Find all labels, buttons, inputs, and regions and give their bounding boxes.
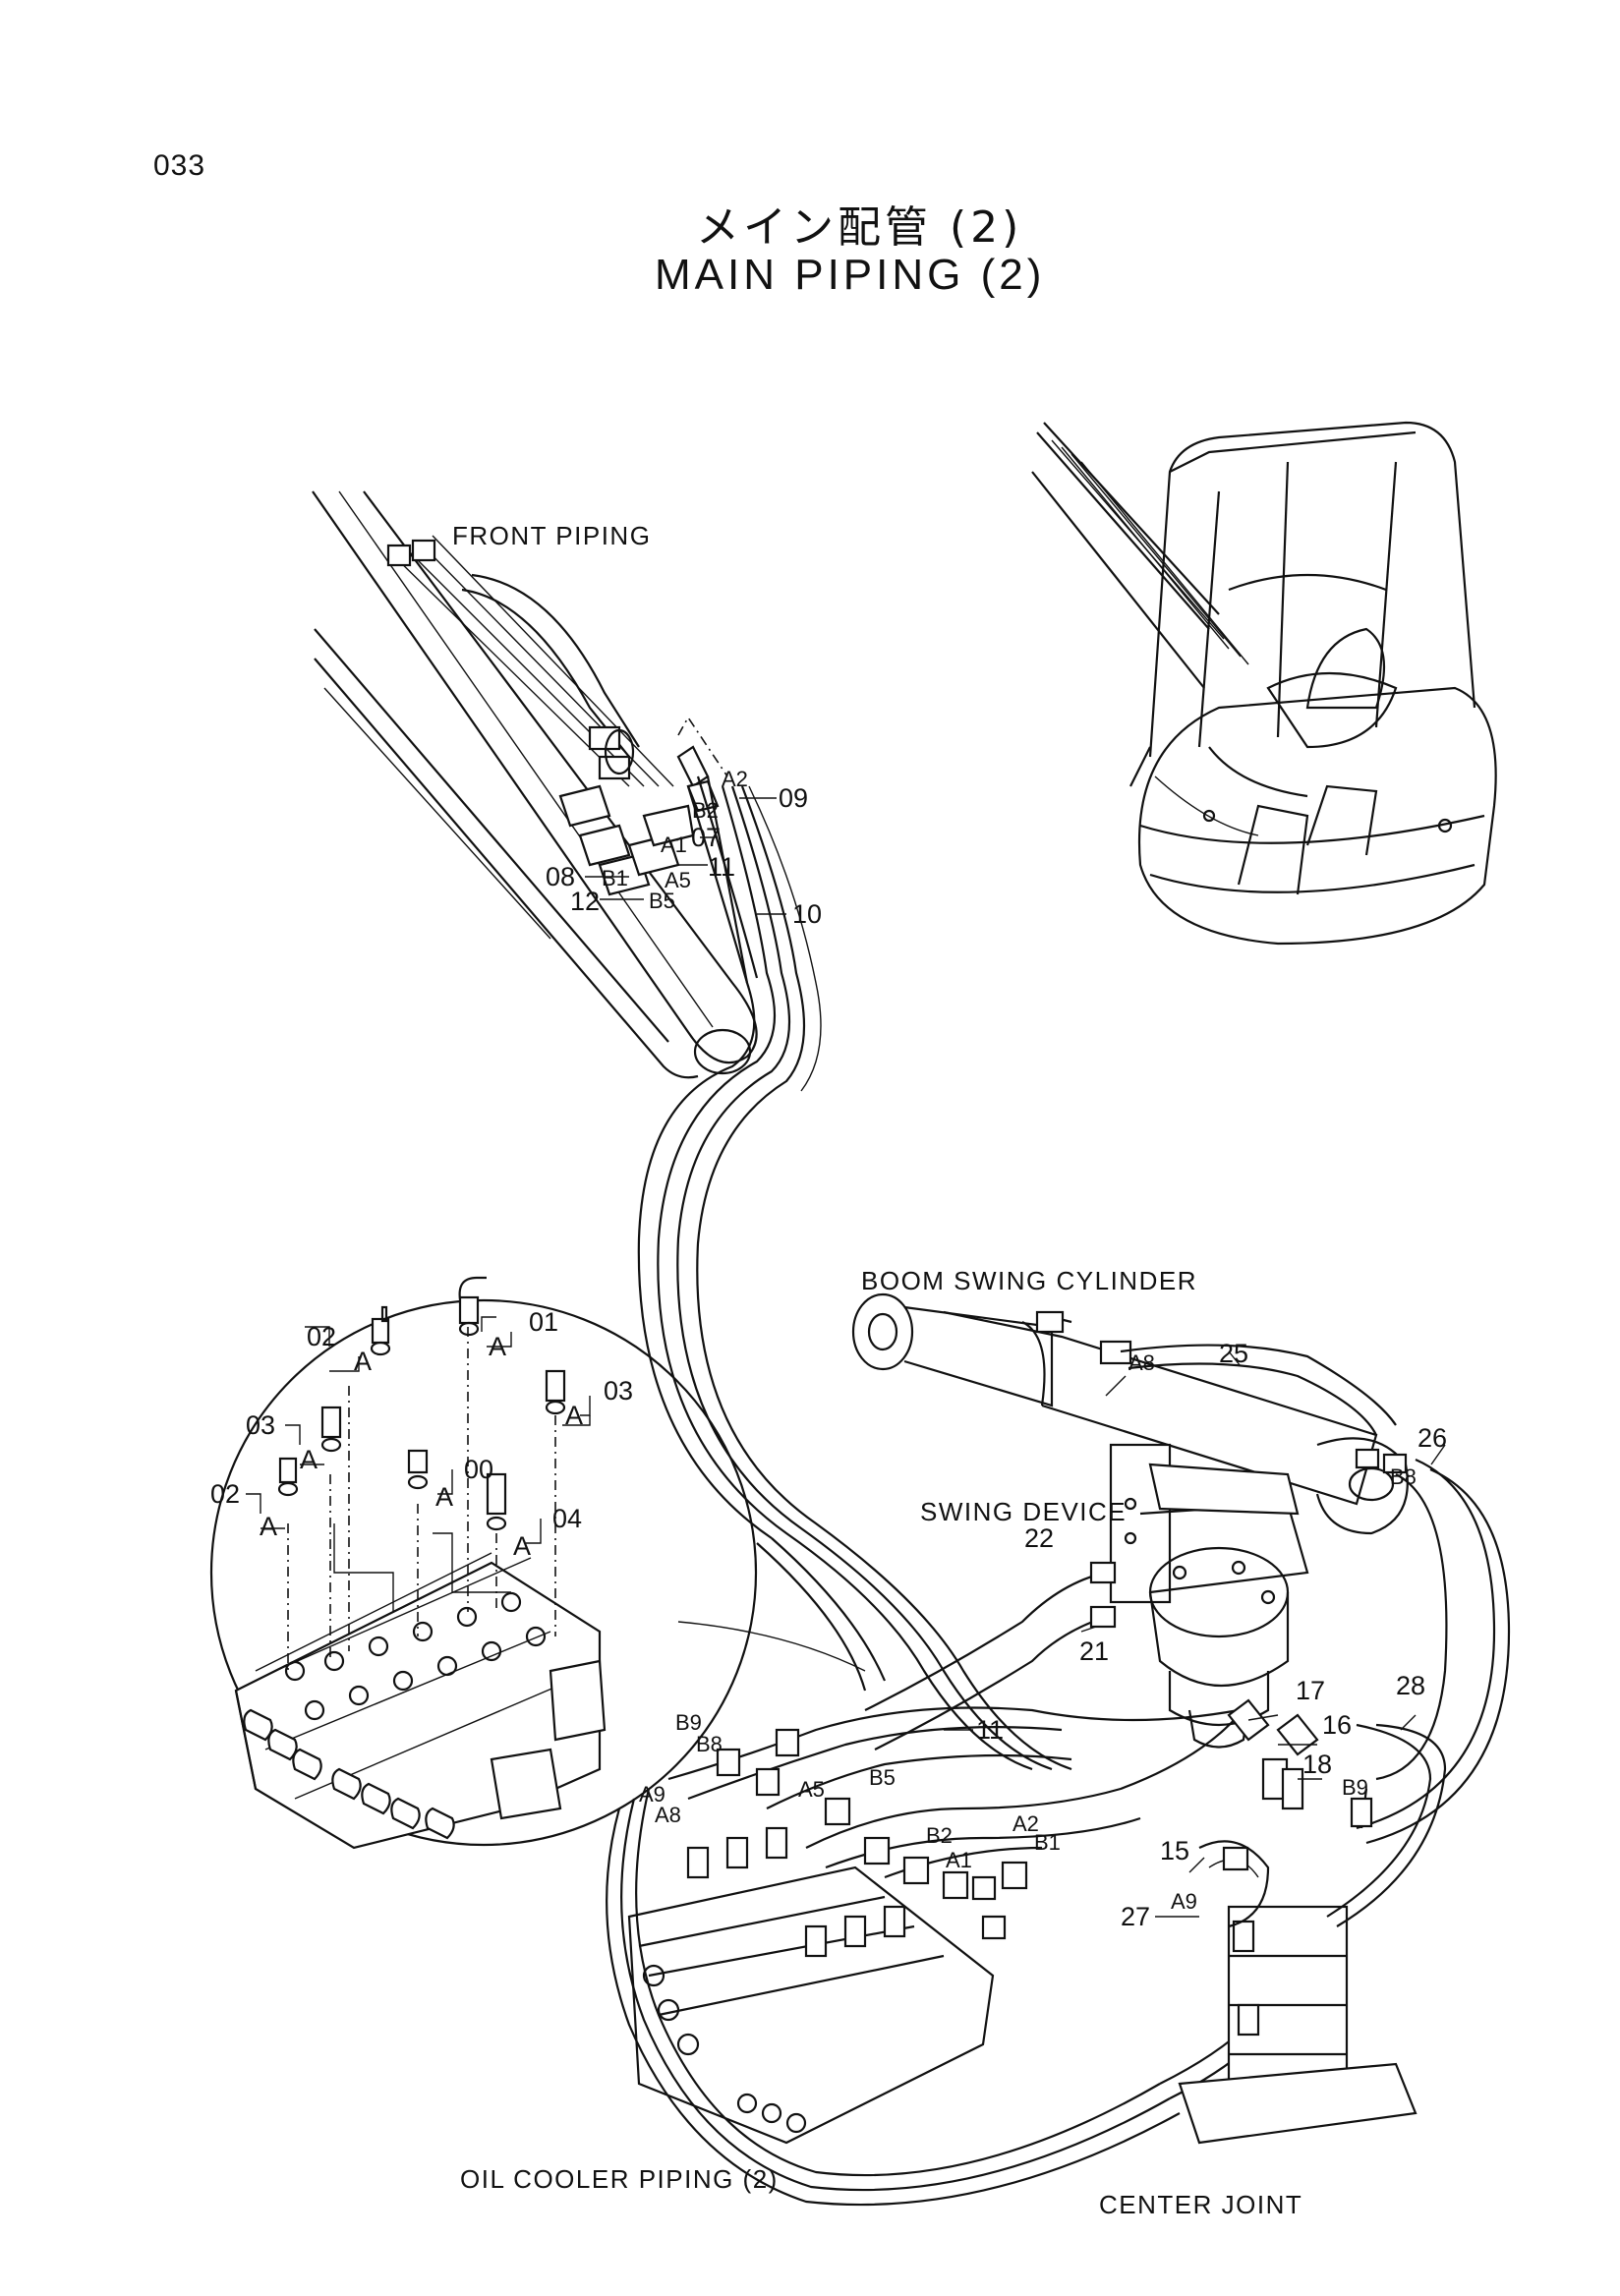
title-english: MAIN PIPING (2) bbox=[655, 251, 1046, 299]
detail-mark-a-3: A bbox=[565, 1401, 584, 1430]
part-number-08: 08 bbox=[546, 862, 576, 891]
part-number-27: 27 bbox=[1121, 1902, 1151, 1931]
part-number-04: 04 bbox=[552, 1504, 583, 1533]
port-label-a2-valve: A2 bbox=[1012, 1811, 1039, 1836]
label-swing-device: SWING DEVICE bbox=[920, 1497, 1128, 1526]
port-label-a8-cylinder: A8 bbox=[1128, 1350, 1155, 1375]
part-number-01: 01 bbox=[529, 1307, 559, 1337]
part-number-25: 25 bbox=[1219, 1339, 1249, 1368]
port-label-a5-top: A5 bbox=[665, 868, 691, 892]
label-front-piping: FRONT PIPING bbox=[452, 521, 652, 550]
center-joint-illustration bbox=[1178, 1905, 1418, 2145]
page-number: 033 bbox=[153, 149, 206, 182]
part-number-18: 18 bbox=[1302, 1750, 1333, 1779]
swing-device-illustration bbox=[1109, 1443, 1309, 1749]
part-number-02-lower: 02 bbox=[210, 1479, 241, 1509]
detail-view-circle bbox=[209, 1276, 758, 1850]
port-label-a9-valve: A9 bbox=[639, 1782, 665, 1807]
detail-mark-a-6: A bbox=[260, 1512, 278, 1541]
port-label-b5-valve: B5 bbox=[869, 1765, 896, 1790]
part-number-11-top: 11 bbox=[708, 852, 736, 882]
excavator-overview-illustration bbox=[1031, 421, 1497, 946]
port-label-b2-top: B2 bbox=[692, 798, 719, 823]
boom-cylinder-lines bbox=[1120, 1344, 1511, 1928]
part-number-11-lower: 11 bbox=[976, 1715, 1005, 1745]
boom-illustration bbox=[312, 490, 758, 1079]
port-label-a5-valve: A5 bbox=[798, 1777, 825, 1802]
port-label-b5-top: B5 bbox=[649, 889, 675, 913]
port-label-a8-valve: A8 bbox=[655, 1803, 681, 1827]
part-number-15: 15 bbox=[1160, 1836, 1190, 1866]
part-number-12: 12 bbox=[570, 887, 601, 916]
port-label-b1-valve: B1 bbox=[1034, 1830, 1061, 1855]
hose-bundle bbox=[637, 775, 1072, 1771]
port-label-b8-valve: B8 bbox=[696, 1732, 723, 1756]
label-center-joint: CENTER JOINT bbox=[1099, 2190, 1303, 2219]
detail-mark-a-2: A bbox=[489, 1332, 507, 1361]
port-label-a1-top: A1 bbox=[661, 832, 687, 857]
port-label-b2-valve: B2 bbox=[926, 1823, 953, 1848]
part-number-16: 16 bbox=[1322, 1710, 1353, 1740]
part-number-07: 07 bbox=[691, 823, 722, 852]
part-number-28: 28 bbox=[1396, 1671, 1426, 1700]
port-label-a2-top: A2 bbox=[722, 767, 748, 791]
part-number-10: 10 bbox=[792, 899, 823, 929]
label-boom-swing-cylinder: BOOM SWING CYLINDER bbox=[861, 1266, 1197, 1295]
port-label-b9-joint: B9 bbox=[1342, 1775, 1368, 1800]
part-number-17: 17 bbox=[1296, 1676, 1326, 1705]
label-oil-cooler-piping: OIL COOLER PIPING (2) bbox=[460, 2164, 779, 2194]
part-number-03-right: 03 bbox=[604, 1376, 634, 1406]
detail-mark-a-4: A bbox=[300, 1445, 318, 1474]
part-number-09: 09 bbox=[779, 783, 809, 813]
part-number-21: 21 bbox=[1079, 1636, 1110, 1666]
leader-lines bbox=[585, 797, 1446, 1918]
port-label-b9-valve: B9 bbox=[675, 1710, 702, 1735]
port-label-a9-joint: A9 bbox=[1171, 1889, 1197, 1914]
port-label-b8-cylinder: B8 bbox=[1390, 1464, 1417, 1489]
port-label-a1-valve: A1 bbox=[946, 1848, 972, 1872]
part-number-00: 00 bbox=[464, 1455, 494, 1484]
title-japanese: メイン配管 (2) bbox=[696, 202, 1023, 253]
part-number-02-upper: 02 bbox=[307, 1322, 337, 1351]
part-number-26: 26 bbox=[1418, 1423, 1448, 1453]
part-number-03-left: 03 bbox=[246, 1410, 276, 1440]
detail-mark-a-7: A bbox=[513, 1531, 532, 1561]
swing-lines bbox=[864, 1561, 1117, 1751]
part-number-22: 22 bbox=[1024, 1523, 1055, 1553]
detail-mark-a-5: A bbox=[435, 1482, 454, 1512]
port-label-b1-top: B1 bbox=[602, 866, 628, 890]
control-valve-illustration bbox=[606, 1698, 1319, 2207]
detail-mark-a-1: A bbox=[354, 1347, 373, 1376]
